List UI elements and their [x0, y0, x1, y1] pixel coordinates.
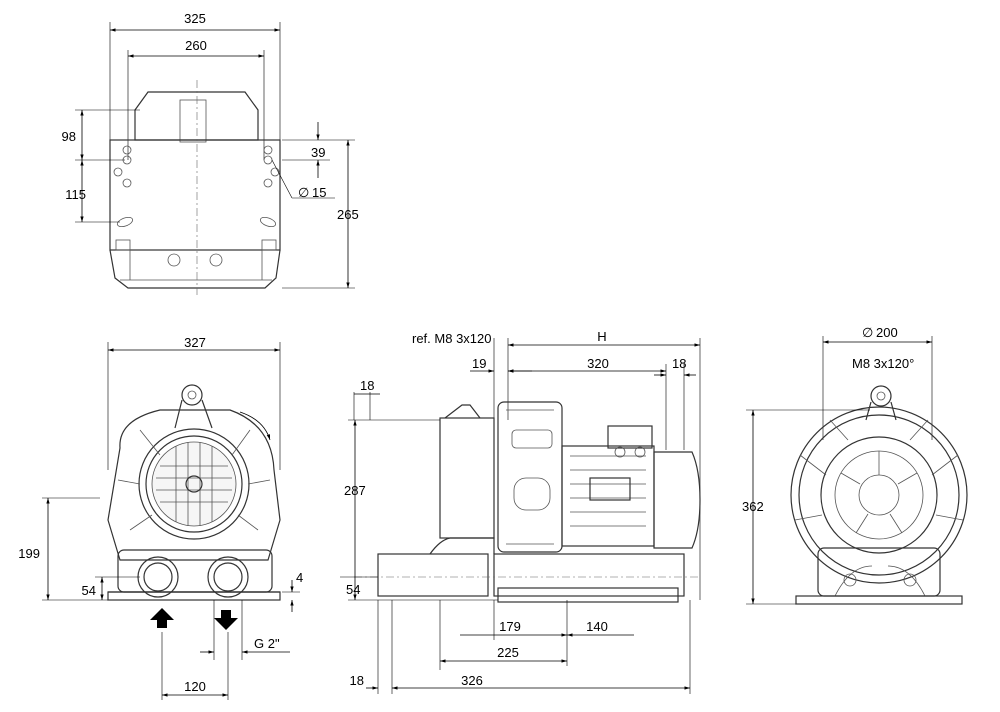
dim-H: H [597, 329, 606, 344]
front-view: 327 199 [18, 335, 303, 700]
dim-bolts: M8 3x120° [852, 356, 914, 371]
diameter-symbol: ∅ [298, 185, 309, 200]
dim-hole-dia: 15 [312, 185, 326, 200]
dim-39: 39 [311, 145, 325, 160]
dim-225: 225 [497, 645, 519, 660]
dim-thread: G 2" [254, 636, 280, 651]
diameter-symbol-rear: ∅ [862, 325, 873, 340]
dim-port-spacing: 120 [184, 679, 206, 694]
dim-98: 98 [62, 129, 76, 144]
ref-bolt-label: ref. M8 3x120 [412, 331, 492, 346]
dim-height-rear: 362 [742, 499, 764, 514]
inlet-arrow-icon [150, 608, 174, 628]
dim-flange-dia: 200 [876, 325, 898, 340]
dim-54-side: 54 [346, 582, 360, 597]
dim-width: 327 [184, 335, 206, 350]
dim-18-right: 18 [672, 356, 686, 371]
top-view: 325 260 98 115 [62, 11, 359, 295]
dim-326: 326 [461, 673, 483, 688]
dim-height: 265 [337, 207, 359, 222]
outlet-arrow-icon [214, 610, 238, 630]
dim-19: 19 [472, 356, 486, 371]
dim-287: 287 [344, 483, 366, 498]
dim-54: 54 [82, 583, 96, 598]
dim-199: 199 [18, 546, 40, 561]
dim-4: 4 [296, 570, 303, 585]
dim-overall-width: 325 [184, 11, 206, 26]
dim-140: 140 [586, 619, 608, 634]
dim-115: 115 [65, 187, 86, 202]
dim-18-bottom: 18 [350, 673, 364, 688]
rear-view: ∅ 200 M8 3x120° 362 [742, 325, 968, 605]
dim-179: 179 [499, 619, 521, 634]
side-view: ref. M8 3x120 H 19 320 18 18 [340, 329, 701, 694]
dim-18-top: 18 [360, 378, 374, 393]
dim-320: 320 [587, 356, 609, 371]
dim-hole-spacing: 260 [185, 38, 207, 53]
fan-grille [151, 441, 237, 527]
